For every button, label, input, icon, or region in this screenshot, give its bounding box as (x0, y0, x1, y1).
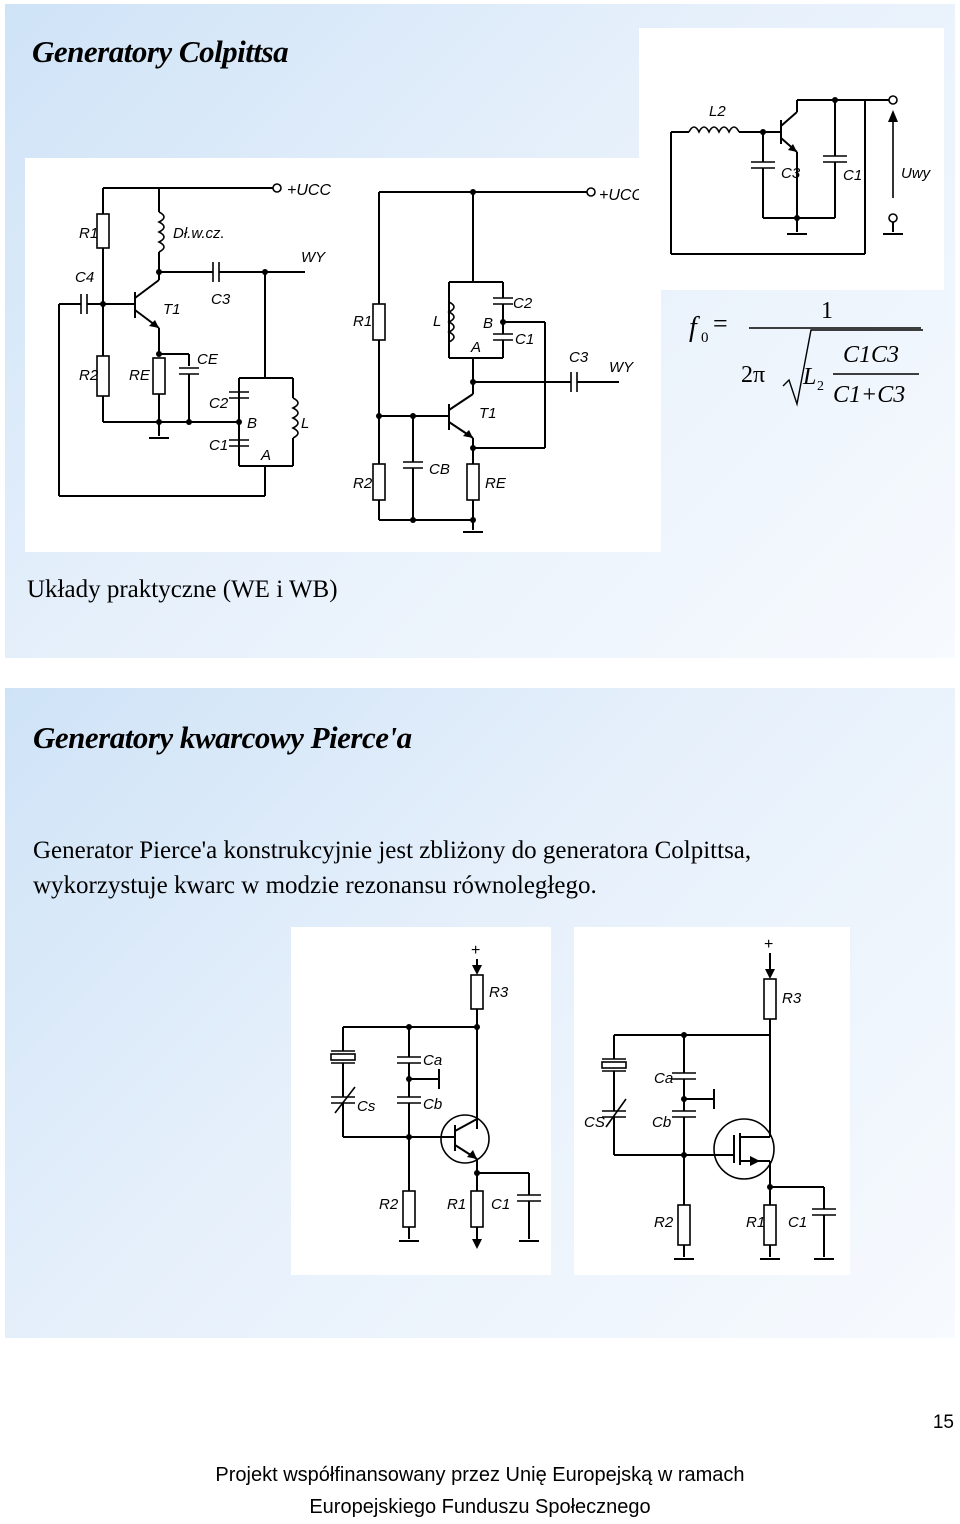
formula-2pi: 2π (741, 362, 765, 388)
wy-label: WY (301, 249, 326, 266)
basic-colpitts-schematic: L2 C3 C1 (670, 95, 932, 255)
c1-label: C1 (209, 437, 228, 454)
slide-body-text: Generator Pierce'a konstrukcyjnie jest z… (33, 833, 933, 903)
re-label: RE (129, 367, 151, 384)
c3-label-2: C3 (569, 349, 589, 366)
slide-pierce: Generatory kwarcowy Pierce'a Generator P… (5, 688, 955, 1338)
c1-label-p: C1 (491, 1196, 510, 1213)
l2-label: L2 (709, 103, 726, 120)
r3-label-2: R3 (782, 990, 802, 1007)
formula-equals: = (713, 309, 728, 338)
l-label: L (301, 415, 309, 432)
r1-label-p: R1 (447, 1196, 466, 1213)
footer-line-1: Projekt współfinansowany przez Unię Euro… (215, 1464, 745, 1486)
ucc-label: +UCC (287, 182, 331, 199)
r2-label-2f: R2 (654, 1214, 674, 1231)
t1-label-2: T1 (479, 405, 497, 422)
choke-label: Dł.w.cz. (173, 225, 225, 242)
c1-label-2: C1 (515, 331, 534, 348)
pierce-fet-panel: + R3 CS Ca (574, 927, 850, 1275)
slide-title: Generatory Colpittsa (32, 34, 289, 69)
r2-label-2: R2 (353, 475, 373, 492)
b-label-2: B (483, 315, 493, 332)
ucc-label-2: +UCC (599, 187, 643, 204)
b-label: B (247, 415, 257, 432)
c2-label-2: C2 (513, 295, 533, 312)
cb-label: CB (429, 461, 450, 478)
page-number: 15 (932, 1412, 954, 1433)
re-label-2: RE (485, 475, 507, 492)
colpitts-we-wb-schematic: +UCC R1 R2 C4 (58, 182, 643, 533)
r2-label-p: R2 (379, 1196, 399, 1213)
slide-title-2: Generatory kwarcowy Pierce'a (33, 720, 412, 755)
c2-label: C2 (209, 395, 229, 412)
colpitts-wb-circuit: +UCC R1 R2 CB (353, 187, 643, 533)
ce-label: CE (197, 351, 219, 368)
formula-c1-plus-c3: C1+C3 (833, 382, 905, 408)
frequency-formula: f 0 = 1 2π L 2 C1C3 C1+C3 (661, 290, 944, 422)
r1-label-2f: R1 (746, 1214, 765, 1231)
c1-label-2f: C1 (788, 1214, 807, 1231)
r1-label: R1 (79, 225, 98, 242)
a-label-2: A (470, 339, 481, 356)
footer-line-2: Europejskiego Funduszu Społecznego (309, 1496, 651, 1518)
colpitts-we-circuit: +UCC R1 R2 C4 (58, 182, 331, 497)
r2-label: R2 (79, 367, 99, 384)
c3-label: C3 (211, 291, 231, 308)
formula-numerator: 1 (821, 298, 833, 324)
basic-colpitts-panel: L2 C3 C1 (639, 28, 944, 290)
ca-label-2: Ca (654, 1070, 673, 1087)
formula-graphic: f 0 = 1 2π L 2 C1C3 C1+C3 (689, 298, 923, 408)
body-line-2: wykorzystuje kwarc w modzie rezonansu ró… (33, 872, 597, 899)
body-line-1: Generator Pierce'a konstrukcyjnie jest z… (33, 837, 752, 864)
c1-basic-label: C1 (843, 167, 862, 184)
pierce-bjt-panel: + R3 Cs Ca (291, 927, 551, 1275)
slide-colpitts: Generatory Colpittsa +UCC R1 R2 (5, 4, 955, 658)
cs-label: Cs (357, 1098, 376, 1115)
wy-label-2: WY (609, 359, 634, 376)
pierce-fet-schematic: + R3 CS Ca (584, 936, 836, 1260)
plus-label-2: + (764, 936, 773, 953)
formula-l: L (802, 364, 816, 390)
cb-label-p: Cb (423, 1096, 442, 1113)
c4-label: C4 (75, 269, 94, 286)
l-label-2: L (433, 313, 441, 330)
ca-label: Ca (423, 1052, 442, 1069)
slide-caption: Układy praktyczne (WE i WB) (27, 576, 338, 603)
c3-basic-label: C3 (781, 165, 801, 182)
r3-label: R3 (489, 984, 509, 1001)
plus-label: + (471, 942, 480, 959)
formula-l-sub: 2 (817, 379, 824, 394)
circuits-panel: +UCC R1 R2 C4 (25, 158, 661, 552)
cb-label-2: Cb (652, 1114, 671, 1131)
a-label: A (260, 447, 271, 464)
cs-label-2: CS (584, 1114, 605, 1131)
formula-f-sub: 0 (701, 330, 709, 346)
pierce-bjt-schematic: + R3 Cs Ca (330, 942, 541, 1249)
uwy-label: Uwy (901, 165, 932, 182)
formula-f: f (689, 312, 700, 343)
formula-c1c3: C1C3 (843, 342, 899, 368)
t1-label: T1 (163, 301, 181, 318)
r1-label-2: R1 (353, 313, 372, 330)
